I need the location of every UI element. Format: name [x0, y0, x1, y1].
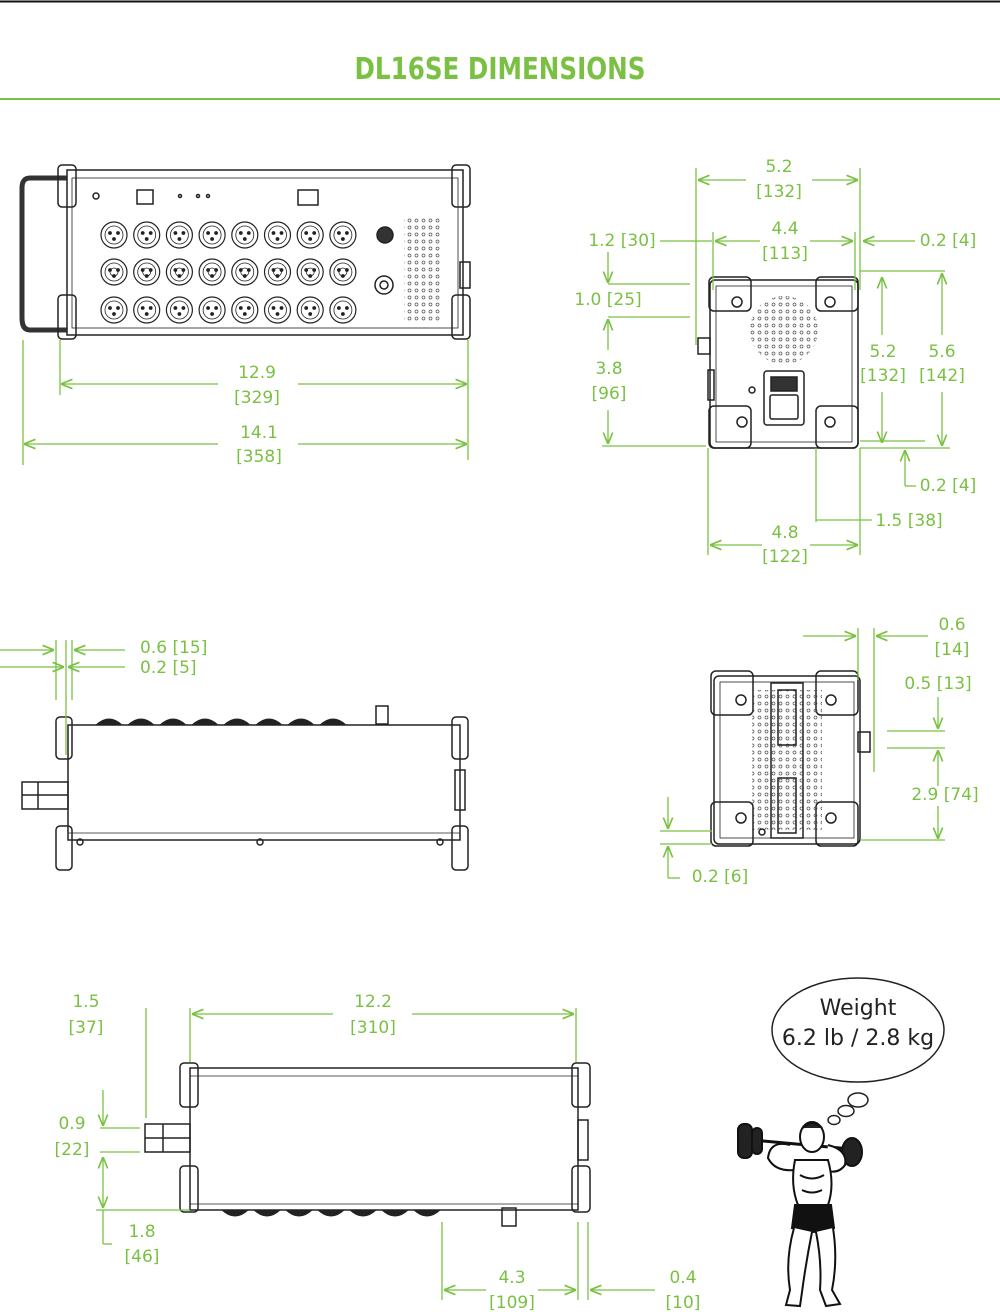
- xlr-connector: [263, 258, 292, 286]
- front-view-connectors: [100, 221, 357, 324]
- front-overall-width-in: 14.1: [240, 423, 278, 443]
- front-view: [19, 164, 471, 340]
- end-connector-height-in: 3.8: [595, 359, 622, 379]
- end-base-width-in: 4.8: [771, 523, 798, 543]
- bottom-view-connectors: [220, 1209, 442, 1217]
- end-connector-offset: 1.0 [25]: [574, 290, 641, 310]
- top-view: [21, 705, 469, 871]
- xlr-connector: [100, 296, 128, 324]
- end-body-height-mm: [132]: [860, 366, 906, 386]
- end-right-offset: 0.2 [4]: [920, 231, 977, 251]
- end-overall-height-mm: [142]: [919, 366, 965, 386]
- end-overall-height-in: 5.6: [928, 342, 955, 362]
- front-inner-width-mm: [329]: [234, 388, 280, 408]
- connector-profile: [254, 718, 284, 726]
- connector-profile: [318, 718, 348, 726]
- end-connector-height-mm: [96]: [592, 384, 627, 404]
- end-view-handle-dimensions: [660, 628, 945, 879]
- top-view-connectors: [94, 718, 348, 726]
- connector-profile: [220, 1209, 250, 1217]
- weight-thought-bubble: [771, 977, 945, 1126]
- xlr-connector: [198, 258, 226, 286]
- bottom-handle-offset-in: 0.9: [58, 1114, 85, 1134]
- bottom-connector-span-in: 4.3: [498, 1268, 525, 1288]
- connector-profile: [412, 1209, 442, 1217]
- front-view-dimensions: [22, 340, 469, 465]
- end-inner-width-mm: [113]: [762, 244, 808, 264]
- connector-profile: [348, 1209, 378, 1217]
- handle-knob-height: 0.5 [13]: [904, 674, 971, 694]
- weight-label: Weight: [820, 996, 897, 1021]
- xlr-connector: [231, 221, 259, 249]
- connector-profile: [190, 718, 220, 726]
- bottom-handle-depth-mm: [37]: [69, 1018, 104, 1038]
- connector-profile: [126, 718, 156, 726]
- end-base-width-mm: [122]: [762, 547, 808, 567]
- end-view-power-dimensions: [602, 168, 950, 555]
- connector-profile: [286, 718, 316, 726]
- front-inner-width-in: 12.9: [238, 363, 276, 383]
- end-view-handle: [710, 670, 871, 847]
- xlr-connector: [296, 258, 324, 286]
- connector-profile: [252, 1209, 282, 1217]
- end-top-width-in: 5.2: [765, 157, 792, 177]
- xlr-connector: [329, 296, 357, 324]
- end-body-height-in: 5.2: [869, 342, 896, 362]
- connector-profile: [94, 718, 124, 726]
- handle-knob-offset: 2.9 [74]: [911, 785, 978, 805]
- xlr-connector: [329, 258, 357, 286]
- end-view-power: [697, 276, 859, 449]
- xlr-connector: [100, 221, 128, 249]
- bottom-body-length-mm: [310]: [350, 1018, 396, 1038]
- bottom-view-dimensions: [96, 1008, 655, 1300]
- bottom-handle-offset-mm: [22]: [55, 1140, 90, 1160]
- xlr-connector: [296, 296, 324, 324]
- handle-knob-depth-in: 0.6: [938, 615, 965, 635]
- handle-foot: 0.2 [6]: [692, 867, 749, 887]
- end-top-width-mm: [132]: [756, 182, 802, 202]
- end-inner-width-in: 4.4: [771, 219, 798, 239]
- connector-profile: [222, 718, 252, 726]
- handle-knob-depth-mm: [14]: [935, 640, 970, 660]
- end-left-protrusion: 1.2 [30]: [588, 231, 655, 251]
- xlr-connector: [133, 258, 161, 286]
- bottom-bumper-in: 0.4: [669, 1268, 696, 1288]
- xlr-connector: [231, 296, 259, 324]
- xlr-connector: [165, 296, 193, 324]
- xlr-connector: [263, 221, 292, 249]
- xlr-connector: [100, 258, 128, 286]
- bottom-bumper-mm: [10]: [666, 1293, 701, 1313]
- end-foot-height: 0.2 [4]: [920, 476, 977, 496]
- xlr-connector: [165, 258, 193, 286]
- strongman-illustration: [737, 1121, 863, 1308]
- xlr-connector: [329, 221, 357, 249]
- bottom-handle-base-in: 1.8: [128, 1222, 155, 1242]
- end-foot-offset: 1.5 [38]: [875, 511, 942, 531]
- top-rail-depth: 0.2 [5]: [140, 658, 197, 678]
- xlr-connector: [263, 296, 292, 324]
- connector-profile: [284, 1209, 314, 1217]
- xlr-connector: [133, 221, 161, 249]
- top-bumper-depth: 0.6 [15]: [140, 638, 207, 658]
- connector-profile: [158, 718, 188, 726]
- xlr-connector: [231, 258, 259, 286]
- weight-value: 6.2 lb / 2.8 kg: [782, 1026, 934, 1051]
- xlr-connector: [198, 221, 226, 249]
- bottom-handle-base-mm: [46]: [125, 1247, 160, 1267]
- bottom-view: [144, 1062, 591, 1227]
- front-overall-width-mm: [358]: [236, 447, 282, 467]
- bottom-body-length-in: 12.2: [354, 992, 392, 1012]
- top-view-dimensions: [0, 640, 125, 755]
- xlr-connector: [133, 296, 161, 324]
- xlr-connector: [296, 221, 324, 249]
- connector-profile: [316, 1209, 346, 1217]
- connector-profile: [380, 1209, 410, 1217]
- bottom-connector-span-mm: [109]: [489, 1293, 535, 1313]
- xlr-connector: [165, 221, 193, 249]
- xlr-connector: [198, 296, 226, 324]
- bottom-handle-depth-in: 1.5: [72, 992, 99, 1012]
- page-title: DL16SE DIMENSIONS: [354, 52, 646, 87]
